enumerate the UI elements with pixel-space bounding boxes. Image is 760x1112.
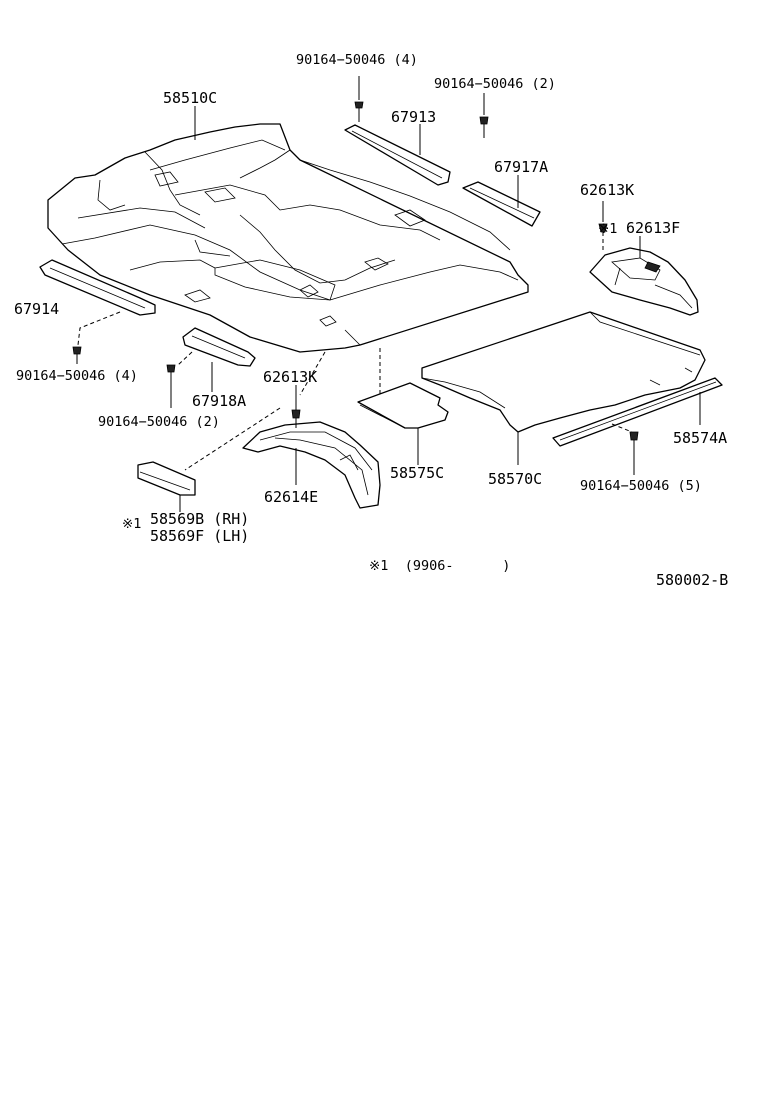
- label-bolt-90164-50046-left-2: 90164−50046 (2): [98, 414, 220, 430]
- floor-mat-58569: [137, 461, 196, 496]
- label-part-67917a: 67917A: [494, 158, 549, 176]
- front-floor-carpet-58510c: [47, 123, 529, 353]
- sill-plate-67917a: [462, 181, 541, 227]
- label-part-62613k-mid: 62613K: [263, 368, 318, 386]
- label-part-67914: 67914: [14, 300, 60, 318]
- label-part-67913: 67913: [391, 108, 437, 126]
- label-part-58575c: 58575C: [390, 464, 445, 482]
- label-bolt-90164-50046-top-right: 90164−50046 (2): [434, 76, 556, 92]
- label-part-67918a: 67918A: [192, 392, 247, 410]
- label-part-62614e: 62614E: [264, 488, 319, 506]
- label-mark-1-top: ※1: [598, 221, 618, 237]
- bolt-icon: [629, 431, 639, 475]
- diagram-code: 580002-B: [656, 571, 729, 589]
- bolt-icon: [354, 76, 364, 122]
- sill-plate-67913: [344, 124, 451, 186]
- bolt-icon: [166, 364, 176, 408]
- cover-62614e: [242, 421, 381, 509]
- bolt-icon: [479, 93, 489, 138]
- clip-icon: [598, 201, 608, 252]
- carpet-58575c: [357, 382, 449, 429]
- label-mark-1-left: ※1: [122, 516, 142, 532]
- plate-67918a: [182, 327, 256, 367]
- label-part-58510c: 58510C: [163, 89, 218, 107]
- label-bolt-90164-50046-right-5: 90164−50046 (5): [580, 478, 702, 494]
- label-bolt-90164-50046-left-4: 90164−50046 (4): [16, 368, 138, 384]
- label-part-58569b: 58569B (RH): [150, 510, 250, 528]
- label-part-58574a: 58574A: [673, 429, 728, 447]
- rear-carpet-58570c: [421, 311, 706, 433]
- label-bolt-90164-50046-top-left: 90164−50046 (4): [296, 52, 418, 68]
- clip-icon: [291, 409, 301, 428]
- label-part-62613k-top: 62613K: [580, 181, 635, 199]
- label-part-62613f: 62613F: [626, 219, 681, 237]
- plate-58574a: [552, 377, 723, 447]
- plate-67914: [39, 259, 156, 316]
- label-part-58569f: 58569F (LH): [150, 527, 250, 545]
- label-part-58570c: 58570C: [488, 470, 543, 488]
- wheelhouse-cover-62613f: [589, 247, 699, 316]
- footnote: ※1 (9906- ): [369, 558, 511, 574]
- bolt-icon: [72, 346, 82, 364]
